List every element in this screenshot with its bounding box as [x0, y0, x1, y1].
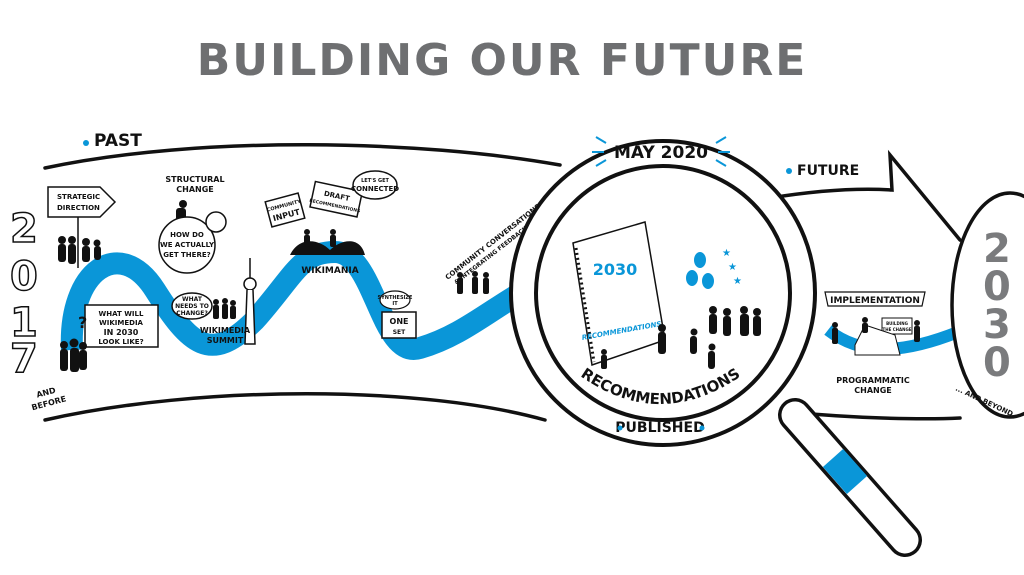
- future-arrow-top: [768, 149, 962, 242]
- caption-published: PUBLISHED: [615, 420, 704, 436]
- synthesize-text: SYNTHESIZE: [378, 295, 414, 301]
- stars-icon: ★ ★ ★: [722, 248, 742, 287]
- speech-box: [84, 304, 159, 348]
- and-before: AND BEFORE: [31, 386, 68, 413]
- how-do-we-text: GET THERE?: [163, 251, 210, 259]
- what-needs-text: NEEDS TO: [175, 303, 209, 310]
- band-bottom-line: [43, 392, 547, 422]
- speech-bubble: [171, 292, 213, 320]
- lets-get-connected-text: LET'S GET: [361, 178, 389, 184]
- what-will-text: WIKIMEDIA: [99, 319, 144, 327]
- how-do-we-text: WE ACTUALLY: [160, 241, 215, 249]
- tv-tower-icon: [243, 258, 257, 345]
- year-2030-circle: [950, 191, 1024, 419]
- speech-bubble: [379, 290, 411, 310]
- future-bullet-icon: [786, 168, 792, 174]
- svg-text:★: ★: [722, 248, 731, 259]
- thought-bubble: [158, 216, 216, 274]
- folder-icon: [381, 311, 417, 339]
- strategic-direction-text: DIRECTION: [57, 204, 100, 212]
- wikimania-text: WIKIMANIA: [301, 266, 358, 276]
- past-label: PAST: [94, 131, 142, 151]
- building-sign-text: BUILDING: [886, 321, 908, 326]
- what-needs-text: WHAT: [182, 296, 203, 303]
- book-title: 2030: [593, 260, 638, 279]
- sign-icon: [47, 186, 117, 218]
- balloons-icon: [686, 252, 714, 289]
- summit-text: SUMMIT: [207, 336, 244, 345]
- question-mark-icon: ?: [78, 313, 87, 332]
- people-group-icon: [60, 338, 87, 372]
- lets-get-connected-text: CONNECTED: [351, 185, 399, 193]
- how-do-we-text: HOW DO: [170, 231, 204, 239]
- svg-text:★: ★: [733, 276, 742, 287]
- and-before-text: BEFORE: [31, 394, 68, 412]
- one-set-text: SET: [393, 329, 406, 336]
- year-digit: 2: [983, 226, 1011, 272]
- synthesize-text: IT: [392, 301, 398, 307]
- past-bullet-icon: [83, 140, 89, 146]
- celebrating-people-icon: [601, 306, 761, 369]
- year-2017: 2 0 1 7: [9, 205, 38, 383]
- structural-change-text: CHANGE: [176, 185, 213, 194]
- one-set-text: ONE: [390, 317, 409, 326]
- timeline-river: [60, 240, 546, 360]
- what-will-text: IN 2030: [104, 328, 139, 337]
- what-needs-text: CHANGE?: [176, 310, 208, 317]
- implementation-text: IMPLEMENTATION: [830, 296, 920, 306]
- year-digit: 1: [10, 300, 38, 346]
- year-digit: 2: [10, 206, 38, 252]
- handle-stripe: [822, 449, 868, 494]
- band-top-line: [43, 143, 562, 170]
- people-group-icon: [58, 236, 101, 264]
- speech-bubble: [352, 170, 398, 200]
- year-digit: 0: [983, 264, 1011, 310]
- what-will-text: LOOK LIKE?: [98, 338, 143, 346]
- building-sign: [881, 317, 913, 335]
- structural-change-text: STRUCTURAL: [165, 175, 224, 184]
- future-label: FUTURE: [797, 163, 859, 179]
- banner-icon: [824, 291, 926, 307]
- summit-text: WIKIMEDIA: [200, 326, 251, 335]
- programmatic-change-text: PROGRAMMATIC: [836, 376, 910, 385]
- year-digit: 7: [10, 336, 38, 382]
- building-sign-text: THE CHANGE: [883, 327, 912, 332]
- people-icon: [304, 229, 336, 247]
- year-digit: 0: [983, 340, 1011, 386]
- year-digit: 0: [10, 254, 38, 300]
- strategic-direction-text: STRATEGIC: [57, 193, 100, 201]
- year-2030: 2 0 3 0: [983, 226, 1011, 386]
- highlight-rays-icon: [592, 136, 730, 167]
- people-group-icon: [213, 298, 236, 319]
- what-will-text: WHAT WILL: [99, 310, 144, 318]
- milestone-date: MAY 2020: [614, 143, 708, 163]
- svg-text:★: ★: [728, 262, 737, 273]
- year-digit: 3: [983, 302, 1011, 348]
- programmatic-change-text: CHANGE: [854, 386, 891, 395]
- workers-icon: [832, 317, 920, 344]
- page-title: BUILDING OUR FUTURE: [197, 35, 808, 86]
- people-group-icon: [457, 271, 489, 294]
- community-input-sign: COMMUNITY INPUT: [264, 192, 306, 228]
